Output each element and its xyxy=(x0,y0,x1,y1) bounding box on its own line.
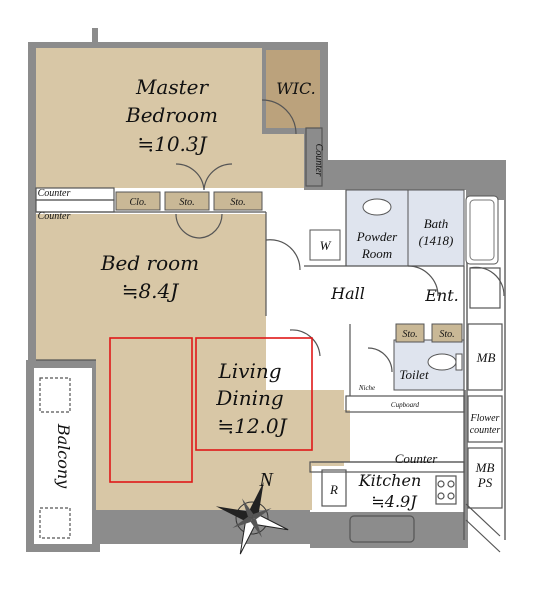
bathtub xyxy=(465,195,499,265)
hall-label: Hall xyxy=(330,284,365,303)
fridge-label: R xyxy=(329,482,338,497)
storage-blocks xyxy=(115,191,463,343)
powder-sink xyxy=(362,198,392,216)
kitchen-counter-label: Counter xyxy=(395,451,439,466)
master-bedroom-label-line2: Bedroom xyxy=(125,103,218,127)
wic-floor xyxy=(266,50,320,128)
counter-left-1: Counter xyxy=(38,188,71,199)
toilet-bowl xyxy=(427,353,457,371)
tatami-outlines xyxy=(109,337,313,483)
storage-sto-3: Sto. xyxy=(402,329,417,340)
powder-room-label-line1: Powder xyxy=(356,229,398,244)
living-area: ≒12.0J xyxy=(217,414,287,438)
toilet-tank xyxy=(455,353,463,371)
living-label-line2: Dining xyxy=(215,386,283,410)
kitchen-area: ≒4.9J xyxy=(371,492,418,511)
compass-north-label: N xyxy=(258,469,274,491)
storage-sto-2: Sto. xyxy=(230,197,245,208)
storage-sto-1: Sto. xyxy=(179,197,194,208)
entrance-label: Ent. xyxy=(424,286,459,305)
wic-label: WIC. xyxy=(276,79,316,98)
cupboard-label: Cupboard xyxy=(391,401,420,409)
interior-lines xyxy=(35,99,505,553)
mb-ps-line2: PS xyxy=(477,475,493,490)
balcony-floor xyxy=(34,368,92,544)
niche-label: Niche xyxy=(358,384,375,392)
bath-label-line2: (1418) xyxy=(419,233,454,248)
toilet-label: Toilet xyxy=(399,367,429,382)
storage-sto-4: Sto. xyxy=(439,329,454,340)
washer-label: W xyxy=(320,238,332,253)
bedroom-area: ≒8.4J xyxy=(122,279,180,303)
living-floor-ext xyxy=(200,410,350,462)
master-bedroom-area: ≒10.3J xyxy=(137,132,207,156)
mb-label: MB xyxy=(476,350,496,365)
flower-counter-line2: counter xyxy=(470,425,501,436)
bathtub-inner xyxy=(469,199,495,261)
balcony-label: Balcony xyxy=(54,423,73,489)
kitchen-label: Kitchen xyxy=(358,471,422,490)
counter-vertical: Counter xyxy=(313,144,324,177)
mb-ps-line1: MB xyxy=(475,460,495,475)
storage-clo: Clo. xyxy=(130,197,147,208)
labels: Master Bedroom ≒10.3J WIC. Counter Count… xyxy=(38,75,501,511)
compass-rose xyxy=(215,481,289,555)
master-bedroom-label-line1: Master xyxy=(135,75,210,99)
washer-box xyxy=(309,229,341,261)
wet-areas xyxy=(309,189,499,391)
counter-left-2: Counter xyxy=(38,211,71,222)
powder-room-label-line2: Room xyxy=(361,246,392,261)
bedroom-label: Bed room xyxy=(100,251,199,275)
master-bedroom-floor-ext xyxy=(262,134,304,188)
living-label-line1: Living xyxy=(217,359,281,383)
bath-label-line1: Bath xyxy=(424,216,449,231)
flower-counter-line1: Flower xyxy=(470,413,500,424)
